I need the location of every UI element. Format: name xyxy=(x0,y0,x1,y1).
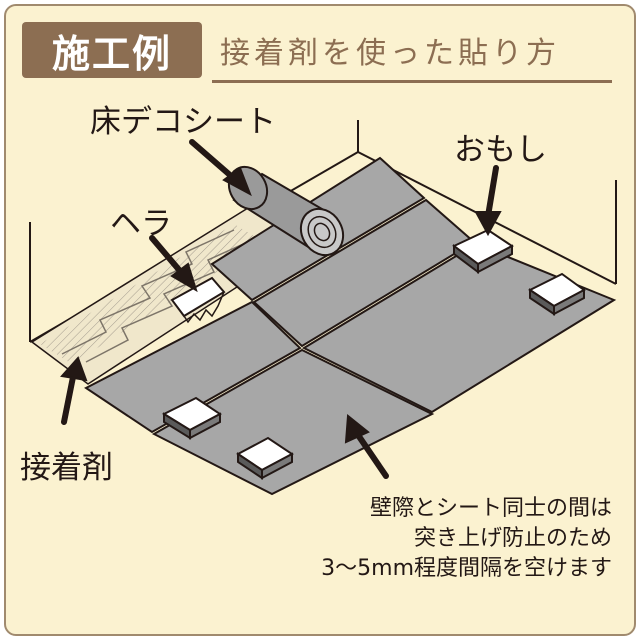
label-adhesive: 接着剤 xyxy=(20,450,113,486)
arrow-gap xyxy=(344,414,389,479)
arrow-adhesive xyxy=(60,356,88,425)
arrow-weights xyxy=(474,165,502,237)
note-line-3: 3〜5mm程度間隔を空けます xyxy=(321,556,612,581)
arrow-spatula xyxy=(149,235,198,293)
sheet-roll xyxy=(227,165,345,257)
gap-note: 壁際とシート同士の間は 突き上げ防止のため 3〜5mm程度間隔を空けます xyxy=(321,494,612,584)
note-line-1: 壁際とシート同士の間は xyxy=(369,496,612,521)
weight-4 xyxy=(236,436,294,480)
weight-3 xyxy=(161,396,222,440)
weight-2 xyxy=(528,272,586,316)
badge-text: 施工例 xyxy=(51,31,172,76)
page-subtitle: 接着剤を使った貼り方 xyxy=(220,36,560,71)
label-weights: おもし xyxy=(454,132,547,168)
label-floor-sheet: 床デコシート xyxy=(90,104,276,140)
illustration-panel: 施工例 接着剤を使った貼り方 床デコシート ヘラ おもし 接着剤 壁際とシート同… xyxy=(4,4,636,636)
arrow-floor-sheet xyxy=(189,139,252,197)
spatula xyxy=(170,276,226,324)
note-line-2: 突き上げ防止のため xyxy=(413,526,612,551)
subtitle-underline xyxy=(212,80,612,83)
label-spatula: ヘラ xyxy=(110,206,172,242)
weight-1 xyxy=(452,228,514,274)
header-badge: 施工例 xyxy=(22,22,202,78)
floor-installation-illustration xyxy=(29,120,617,496)
weights xyxy=(161,228,586,480)
callout-arrows xyxy=(60,139,502,479)
